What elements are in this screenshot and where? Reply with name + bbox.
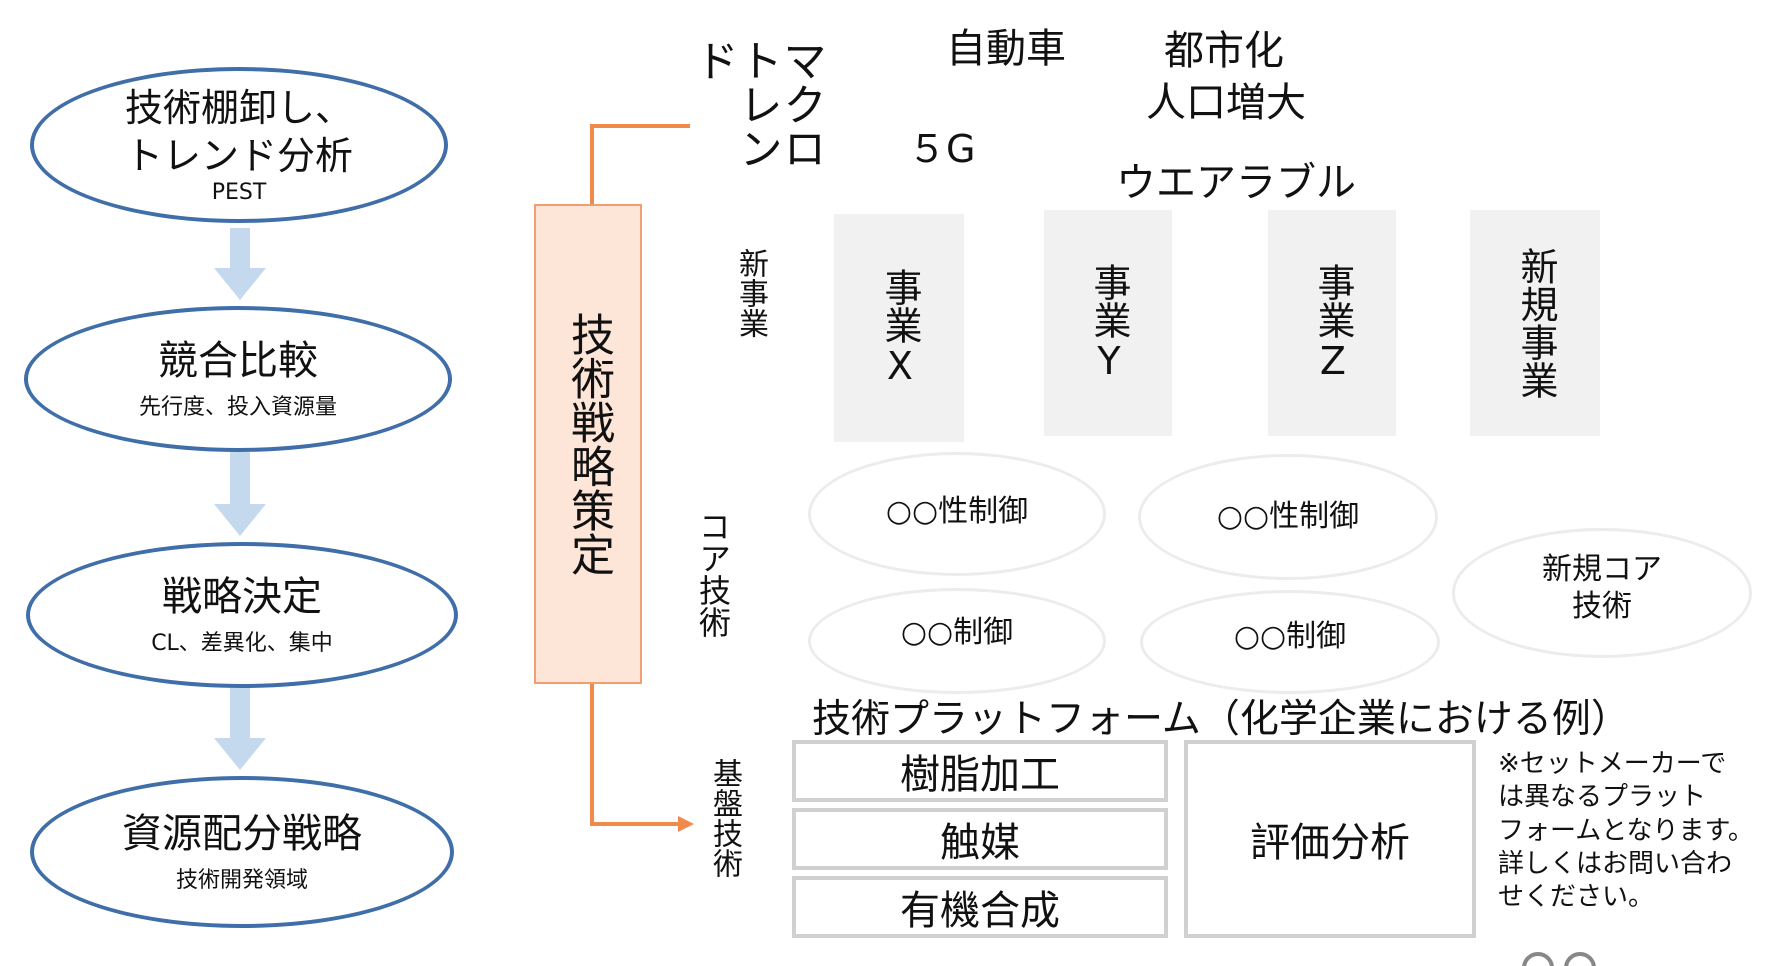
platform-title: 技術プラットフォーム（化学企業における例） <box>812 697 1630 742</box>
core-tech-new: 新規コア 技術 <box>1452 528 1752 658</box>
flow-arrow-3 <box>214 688 266 770</box>
flow-step-sub: CL、差異化、集中 <box>151 631 333 656</box>
trend-population: 人口増大 <box>1146 80 1306 126</box>
flow-step-title: 競合比較 <box>158 338 318 384</box>
business-new: 新規事業 <box>1470 210 1600 436</box>
platform-eval-label: 評価分析 <box>1250 820 1410 866</box>
trend-car: 自動車 <box>946 26 1066 72</box>
flow-step-title: 技術棚卸し、 トレンド分析 <box>124 86 353 178</box>
business-y: 事業Y <box>1044 210 1172 436</box>
platform-item-resin: 樹脂加工 <box>792 740 1168 802</box>
strategy-box: 技術戦略策定 <box>534 204 642 684</box>
platform-item-label: 有機合成 <box>900 888 1060 934</box>
trend-5g: ５G <box>908 127 976 171</box>
flow-step-title: 戦略決定 <box>162 574 322 620</box>
flow-arrow-2 <box>214 452 266 536</box>
flow-step-title: 資源配分戦略 <box>122 811 362 857</box>
core-tech-b: ○○性制御 <box>1138 454 1438 580</box>
flow-step-sub: PEST <box>211 180 267 205</box>
platform-item-label: 樹脂加工 <box>900 752 1060 798</box>
core-tech-new-label: 新規コア 技術 <box>1542 551 1662 625</box>
business-new-label: 新規事業 <box>1513 247 1558 399</box>
trend-urban: 都市化 <box>1164 28 1284 74</box>
row-label-new-business: 新事業 <box>728 248 772 342</box>
strategy-connector <box>590 124 694 832</box>
row-label-base: 基盤技術 <box>702 758 746 882</box>
row-label-new-business-text: 新事業 <box>733 248 768 338</box>
row-label-core-text: コア技術 <box>694 510 732 638</box>
business-x: 事業X <box>834 214 964 442</box>
trend-wearable: ウエアラブル <box>1116 160 1356 206</box>
business-z-label: 事業Z <box>1310 263 1355 383</box>
strategy-label: 技術戦略策定 <box>563 312 614 576</box>
core-tech-d: ○○制御 <box>1140 590 1440 694</box>
platform-note: ※セットメーカーで は異なるプラット フォームとなります。 詳しくはお問い合わ … <box>1498 749 1754 913</box>
platform-item-synthesis: 有機合成 <box>792 876 1168 938</box>
core-tech-c-label: ○○制御 <box>900 615 1014 650</box>
platform-item-label: 触媒 <box>940 820 1020 866</box>
platform-eval: 評価分析 <box>1184 740 1476 938</box>
flow-step-inventory: 技術棚卸し、 トレンド分析 PEST <box>30 67 448 223</box>
flow-step-sub: 技術開発領域 <box>175 868 308 893</box>
flow-step-decision: 戦略決定 CL、差異化、集中 <box>26 542 458 688</box>
core-tech-d-label: ○○制御 <box>1233 619 1347 654</box>
flow-step-sub: 先行度、投入資源量 <box>138 395 337 420</box>
business-x-label: 事業X <box>877 268 922 388</box>
business-z: 事業Z <box>1268 210 1396 436</box>
core-tech-b-label: ○○性制御 <box>1216 499 1360 534</box>
flow-arrows <box>214 228 266 770</box>
row-label-base-text: 基盤技術 <box>707 758 742 878</box>
platform-item-catalyst: 触媒 <box>792 808 1168 870</box>
core-tech-c: ○○制御 <box>808 588 1106 694</box>
row-label-macro-text: マクロ トレンド <box>687 38 826 170</box>
flow-step-allocation: 資源配分戦略 技術開発領域 <box>30 776 454 928</box>
row-label-core: コア技術 <box>690 510 736 650</box>
row-label-macro: マクロ トレンド <box>687 38 826 208</box>
flow-step-competition: 競合比較 先行度、投入資源量 <box>24 306 452 452</box>
core-tech-a: ○○性制御 <box>808 452 1106 576</box>
core-tech-a-label: ○○性制御 <box>885 494 1029 529</box>
flow-arrow-1 <box>214 228 266 300</box>
business-y-label: 事業Y <box>1086 263 1131 383</box>
decorative-marks <box>1522 952 1596 966</box>
